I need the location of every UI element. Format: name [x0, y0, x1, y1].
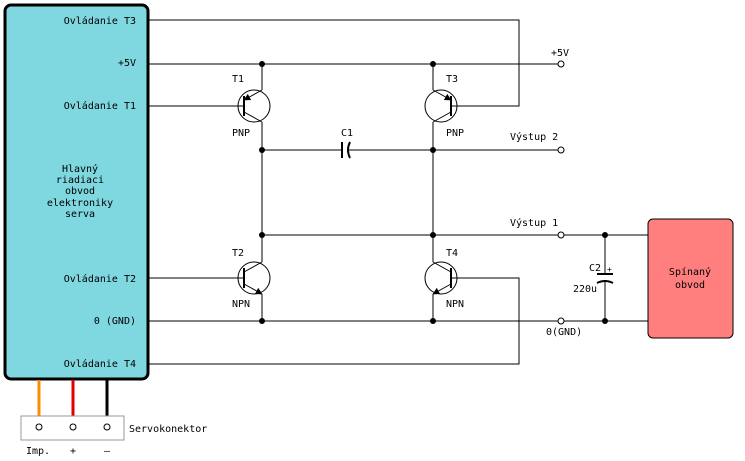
switched-circuit-line-1: Spínaný: [669, 266, 711, 278]
transistor-t2-name: T2: [232, 248, 244, 259]
servo-pin-label-minus: –: [104, 446, 111, 457]
pin-label-ctrl-t1: Ovládanie T1: [64, 100, 136, 112]
wires: [148, 19, 648, 365]
capacitor-c1-name: C1: [341, 128, 353, 139]
controller-title-line-5: serva: [65, 209, 95, 220]
output-label-vcc: +5V: [551, 48, 569, 59]
terminal-out2: [557, 146, 565, 154]
servo-pin-signal: [35, 423, 43, 431]
transistor-t4-type: NPN: [446, 299, 464, 310]
controller-title-line-4: elektroniky: [47, 198, 113, 209]
pin-label-gnd: 0 (GND): [94, 316, 136, 327]
servo-pin-minus: [103, 423, 111, 431]
transistor-t1: T1 PNP: [232, 74, 271, 139]
output-label-out2: Výstup 2: [510, 131, 558, 143]
junctions: [259, 61, 608, 324]
controller-title-line-3: obvod: [65, 186, 95, 197]
terminal-out1: [557, 231, 565, 239]
servo-pin-label-plus: +: [70, 446, 76, 457]
switched-circuit-block: Spínaný obvod: [647, 218, 734, 339]
transistor-t1-type: PNP: [232, 128, 250, 139]
controller-title-line-2: riadiaci: [56, 175, 104, 186]
servo-pin-label-signal: Imp.: [26, 446, 50, 457]
servo-connector-label: Servokonektor: [129, 424, 207, 435]
capacitor-c2-name: C2: [589, 263, 601, 274]
main-controller-block: Hlavný riadiaci obvod elektroniky serva …: [3, 3, 150, 381]
transistor-t3-name: T3: [446, 74, 458, 85]
pin-label-ctrl-t3: Ovládanie T3: [64, 15, 136, 27]
switched-circuit-line-2: obvod: [675, 280, 705, 291]
transistor-t2: T2 NPN: [232, 248, 271, 310]
transistor-t3: T3 PNP: [424, 74, 464, 139]
output-label-gnd: 0(GND): [546, 327, 582, 338]
servo-connector: Servokonektor Imp. + –: [20, 380, 207, 457]
transistor-t4: T4 NPN: [424, 248, 464, 310]
terminal-gnd: [557, 317, 565, 325]
output-terminals: +5V Výstup 2 Výstup 1 0(GND): [510, 48, 582, 338]
transistor-t2-type: NPN: [232, 299, 250, 310]
pin-label-ctrl-t4: Ovládanie T4: [64, 358, 136, 370]
transistor-t1-name: T1: [232, 74, 244, 85]
pin-label-vcc: +5V: [118, 58, 136, 69]
capacitor-c2: + C2 220u: [573, 263, 614, 295]
output-label-out1: Výstup 1: [510, 217, 558, 229]
servo-pin-plus: [69, 423, 77, 431]
pin-label-ctrl-t2: Ovládanie T2: [64, 273, 136, 285]
transistor-t3-type: PNP: [446, 128, 464, 139]
capacitor-c2-value: 220u: [573, 284, 597, 295]
terminal-vcc: [557, 60, 565, 68]
capacitor-c1: C1: [341, 128, 353, 159]
controller-title-line-1: Hlavný: [62, 163, 98, 175]
transistor-t4-name: T4: [446, 248, 458, 259]
capacitor-c2-polarity: +: [607, 265, 612, 274]
